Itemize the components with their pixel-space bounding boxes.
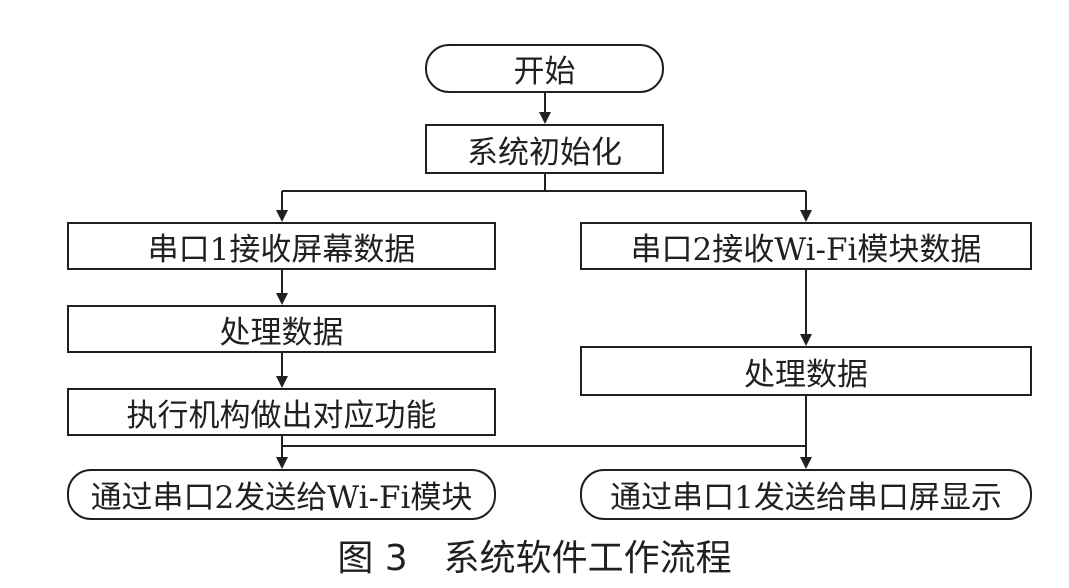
uart2-receive-node: 串口2接收Wi-Fi模块数据 [580, 222, 1032, 270]
send-wifi-node: 通过串口2发送给Wi-Fi模块 [67, 469, 496, 520]
send-screen-node: 通过串口1发送给串口屏显示 [580, 469, 1032, 520]
uart1-receive-node: 串口1接收屏幕数据 [67, 222, 496, 270]
figure-caption: 图 3 系统软件工作流程 [337, 538, 732, 579]
start-node: 开始 [425, 44, 664, 93]
process-right-node: 处理数据 [580, 346, 1032, 396]
process-left-node: 处理数据 [67, 305, 496, 353]
init-node: 系统初始化 [425, 124, 664, 174]
execute-node: 执行机构做出对应功能 [67, 388, 496, 436]
